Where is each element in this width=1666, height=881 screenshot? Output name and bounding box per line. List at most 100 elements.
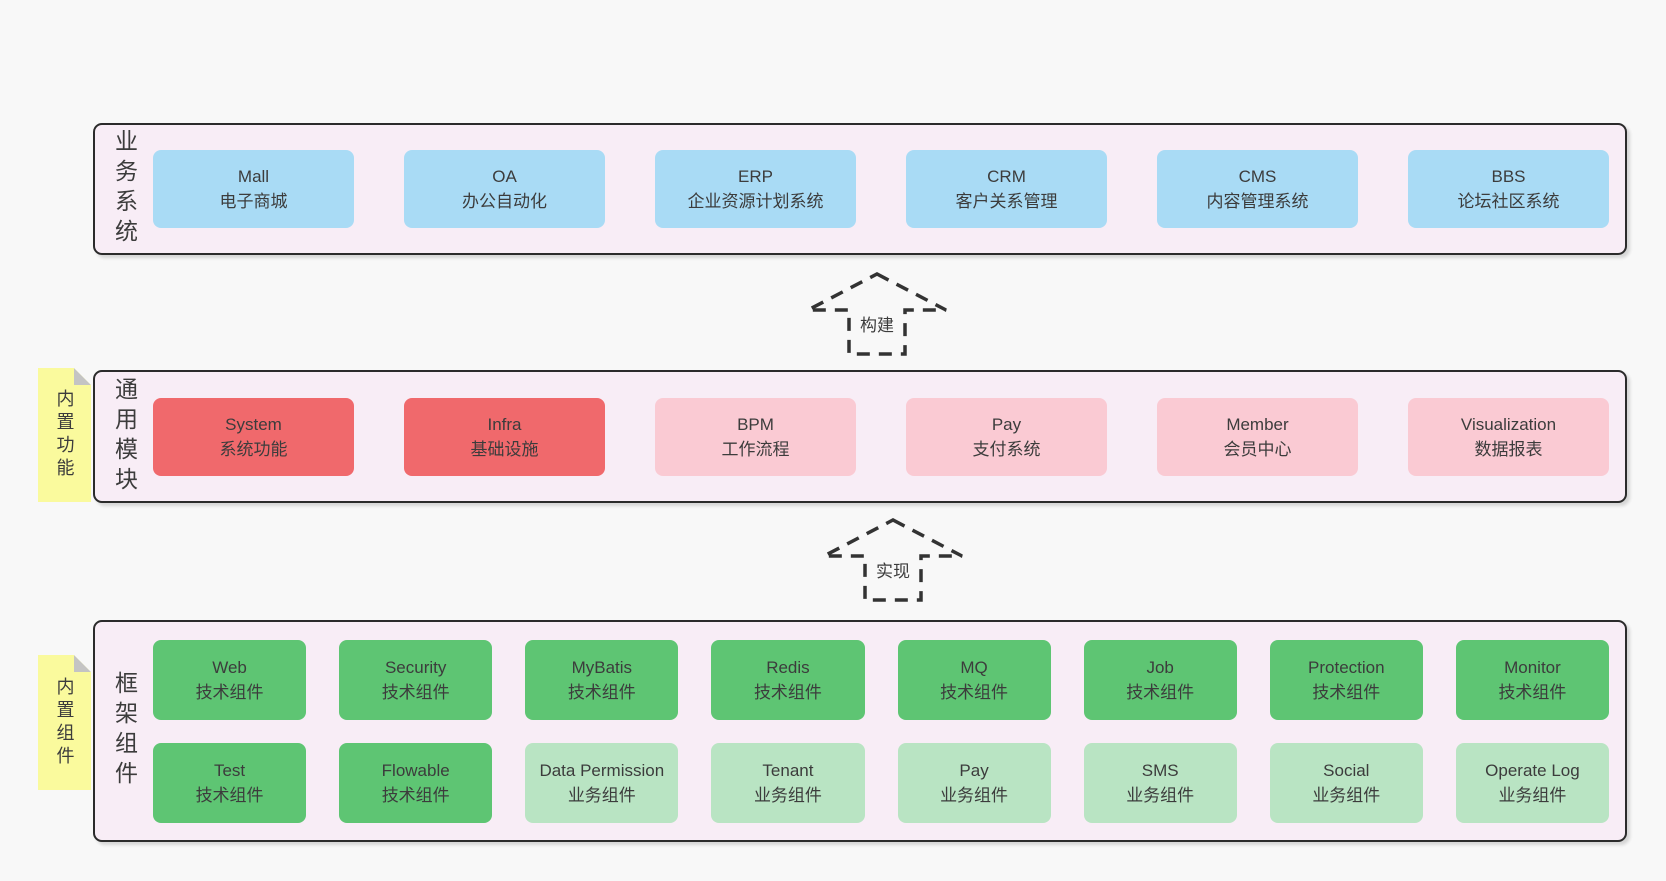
box-subtitle: 技术组件	[1126, 683, 1195, 702]
box-title: Tenant	[762, 761, 814, 780]
box-title: Test	[213, 761, 246, 780]
build-arrow: 构建	[805, 271, 949, 357]
note-text: 内置功能	[54, 389, 75, 481]
box-subtitle: 系统功能	[219, 439, 288, 459]
box-title: Security	[384, 658, 447, 677]
framework-components-panel: 框架组件 Web 技术组件 Security 技术组件 MyBatis 技术组件…	[93, 620, 1627, 842]
box-title: SMS	[1141, 761, 1179, 780]
box-subtitle: 技术组件	[567, 683, 636, 702]
box-subtitle: 论坛社区系统	[1457, 192, 1560, 211]
box-sms: SMS 业务组件	[1083, 743, 1237, 823]
box-subtitle: 支付系统	[972, 439, 1041, 459]
box-member: Member 会员中心	[1157, 397, 1358, 476]
box-oa: OA 办公自动化	[404, 150, 605, 228]
box-subtitle: 企业资源计划系统	[687, 192, 824, 211]
box-redis: Redis 技术组件	[711, 640, 865, 720]
box-subtitle: 业务组件	[753, 786, 822, 805]
box-title: Web	[212, 658, 247, 677]
side-label-text: 业务系统	[111, 129, 138, 249]
box-title: Visualization	[1460, 414, 1557, 434]
box-title: Mall	[237, 167, 270, 186]
box-protection: Protection 技术组件	[1269, 640, 1423, 720]
box-title: MyBatis	[571, 658, 633, 677]
build-arrow-label: 构建	[858, 311, 896, 336]
box-title: ERP	[738, 167, 773, 186]
box-title: Infra	[487, 414, 522, 434]
box-monitor: Monitor 技术组件	[1455, 640, 1609, 720]
common-modules-side-label: 通用模块	[95, 372, 153, 501]
box-subtitle: 技术组件	[195, 683, 264, 702]
built-in-features-note: 内置功能	[38, 368, 91, 502]
box-title: CRM	[987, 167, 1026, 186]
box-subtitle: 办公自动化	[462, 192, 547, 211]
box-title: Social	[1323, 761, 1370, 780]
box-subtitle: 技术组件	[381, 683, 450, 702]
box-title: Pay	[991, 414, 1022, 434]
box-subtitle: 业务组件	[567, 786, 636, 805]
box-subtitle: 技术组件	[940, 683, 1009, 702]
box-mall: Mall 电子商城	[153, 150, 354, 228]
note-text: 内置组件	[54, 676, 75, 769]
box-subtitle: 内容管理系统	[1206, 192, 1309, 211]
box-subtitle: 业务组件	[1312, 786, 1381, 805]
box-tenant: Tenant 业务组件	[711, 743, 865, 823]
note-fold-corner-icon	[74, 655, 91, 672]
side-label-text: 框架组件	[111, 671, 138, 791]
box-subtitle: 业务组件	[1126, 786, 1195, 805]
box-title: CMS	[1238, 167, 1277, 186]
box-title: System	[225, 414, 282, 434]
box-title: BPM	[737, 414, 774, 434]
box-security: Security 技术组件	[339, 640, 493, 720]
built-in-components-note: 内置组件	[38, 655, 91, 790]
common-modules-panel: 通用模块 System 系统功能 Infra 基础设施 BPM 工作流程 Pay…	[93, 370, 1627, 503]
box-pay-module: Pay 支付系统	[906, 397, 1107, 476]
box-title: MQ	[960, 658, 988, 677]
box-crm: CRM 客户关系管理	[906, 150, 1107, 228]
box-subtitle: 会员中心	[1223, 439, 1292, 459]
box-social: Social 业务组件	[1269, 743, 1423, 823]
box-subtitle: 基础设施	[470, 439, 539, 459]
box-test: Test 技术组件	[153, 743, 307, 823]
box-bbs: BBS 论坛社区系统	[1408, 150, 1609, 228]
box-mq: MQ 技术组件	[897, 640, 1051, 720]
box-title: Protection	[1308, 658, 1385, 677]
box-title: Data Permission	[539, 761, 665, 780]
box-subtitle: 客户关系管理	[955, 192, 1058, 211]
up-arrow-icon	[823, 518, 963, 602]
box-visualization: Visualization 数据报表	[1408, 397, 1609, 476]
box-subtitle: 技术组件	[381, 786, 450, 805]
box-title: Job	[1146, 658, 1174, 677]
common-modules-box-row: System 系统功能 Infra 基础设施 BPM 工作流程 Pay 支付系统…	[153, 372, 1625, 501]
box-subtitle: 技术组件	[753, 683, 822, 702]
up-arrow-icon	[807, 272, 947, 356]
box-subtitle: 工作流程	[721, 439, 790, 459]
box-web: Web 技术组件	[153, 640, 307, 720]
box-job: Job 技术组件	[1083, 640, 1237, 720]
box-erp: ERP 企业资源计划系统	[655, 150, 856, 228]
box-title: Redis	[766, 658, 810, 677]
business-systems-side-label: 业务系统	[95, 125, 153, 253]
side-label-text: 通用模块	[111, 376, 138, 497]
business-systems-panel: 业务系统 Mall 电子商城 OA 办公自动化 ERP 企业资源计划系统 CRM…	[93, 123, 1627, 255]
box-flowable: Flowable 技术组件	[339, 743, 493, 823]
box-title: Member	[1226, 414, 1289, 434]
box-infra: Infra 基础设施	[404, 397, 605, 476]
framework-components-side-label: 框架组件	[95, 622, 153, 840]
implement-arrow-label: 实现	[874, 557, 912, 582]
box-bpm: BPM 工作流程	[655, 397, 856, 476]
box-subtitle: 技术组件	[195, 786, 264, 805]
box-title: Flowable	[381, 761, 450, 780]
box-title: BBS	[1491, 167, 1526, 186]
box-pay-component: Pay 业务组件	[897, 743, 1051, 823]
box-data-permission: Data Permission 业务组件	[525, 743, 679, 823]
box-operate-log: Operate Log 业务组件	[1455, 743, 1609, 823]
box-title: Pay	[959, 761, 989, 780]
box-subtitle: 电子商城	[219, 192, 288, 211]
box-subtitle: 业务组件	[940, 786, 1009, 805]
box-title: Operate Log	[1485, 761, 1580, 780]
box-mybatis: MyBatis 技术组件	[525, 640, 679, 720]
box-title: OA	[492, 167, 517, 186]
note-fold-corner-icon	[74, 368, 91, 385]
box-subtitle: 技术组件	[1312, 683, 1381, 702]
